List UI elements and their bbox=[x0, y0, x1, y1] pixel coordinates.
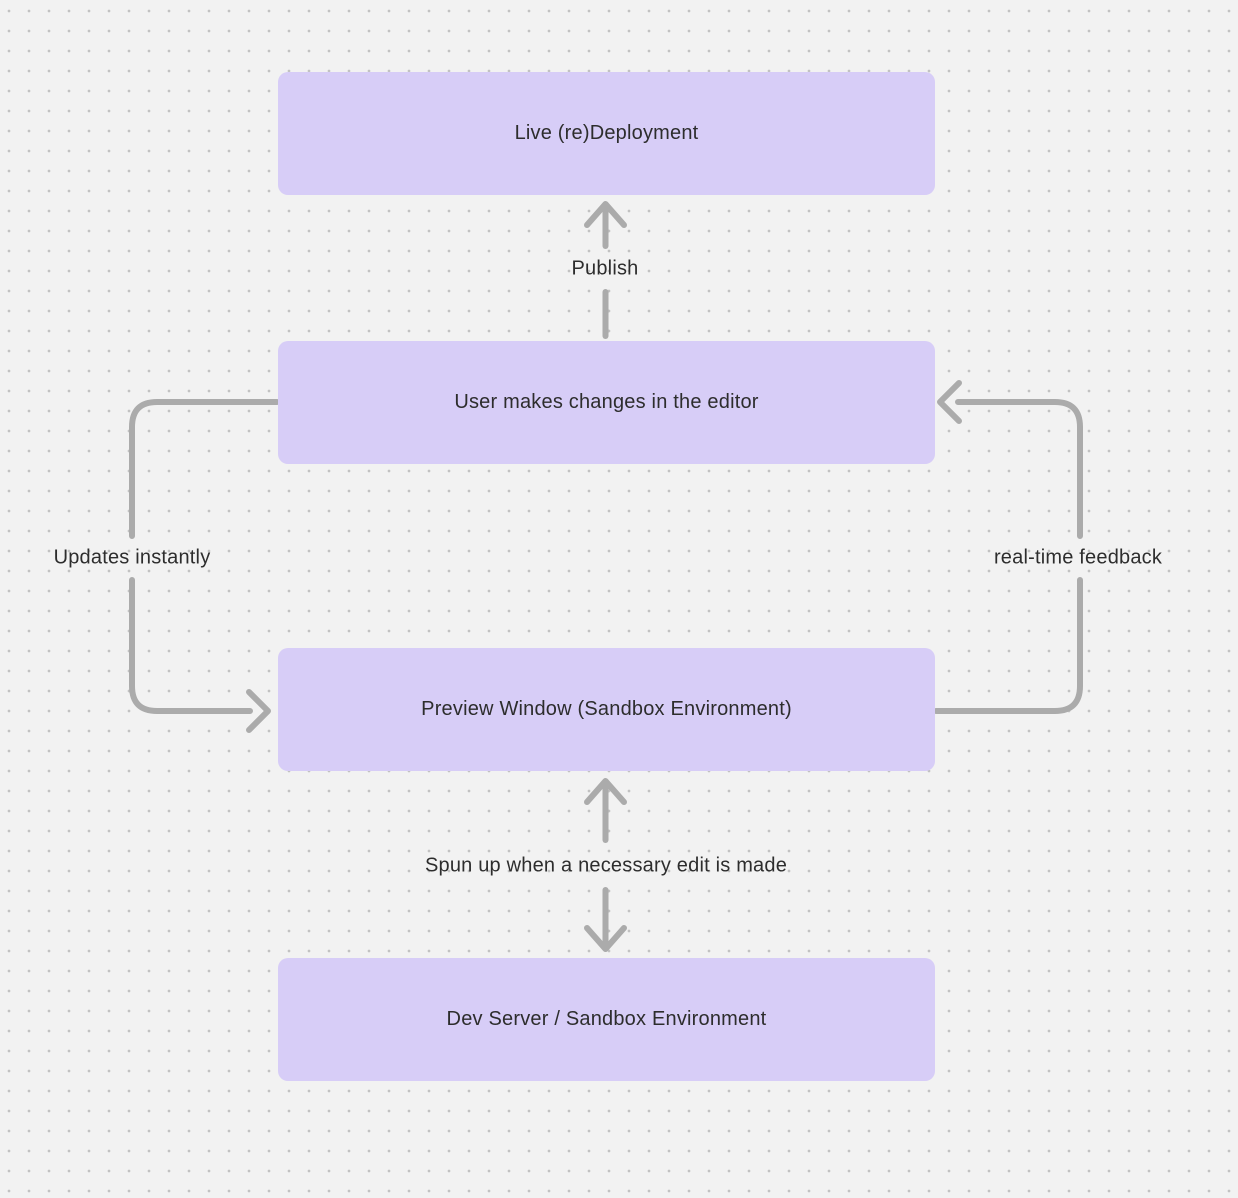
edge-label-spun-up: Spun up when a necessary edit is made bbox=[424, 854, 788, 877]
node-live-redeployment[interactable]: Live (re)Deployment bbox=[278, 72, 935, 195]
edge-label-publish: Publish bbox=[571, 257, 639, 280]
node-user-changes-label: User makes changes in the editor bbox=[454, 391, 759, 413]
node-preview-window-label: Preview Window (Sandbox Environment) bbox=[421, 698, 792, 720]
edge-label-updates-instantly: Updates instantly bbox=[53, 546, 211, 569]
node-dev-server[interactable]: Dev Server / Sandbox Environment bbox=[278, 958, 935, 1081]
edge-label-real-time-feedback: real-time feedback bbox=[993, 546, 1163, 569]
node-live-redeployment-label: Live (re)Deployment bbox=[514, 122, 699, 144]
node-dev-server-label: Dev Server / Sandbox Environment bbox=[446, 1008, 767, 1030]
node-user-changes[interactable]: User makes changes in the editor bbox=[278, 341, 935, 464]
node-preview-window[interactable]: Preview Window (Sandbox Environment) bbox=[278, 648, 935, 771]
